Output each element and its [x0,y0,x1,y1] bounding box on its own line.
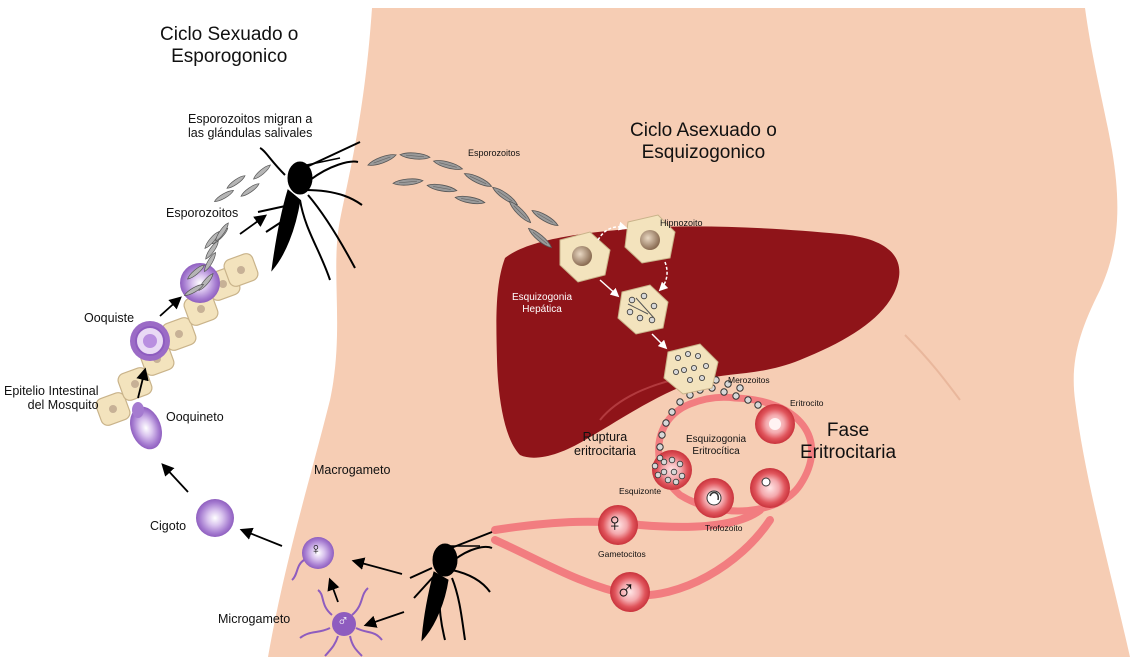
microgamete-male-symbol: ♂ [337,613,349,631]
erythrocyte-ring-stage [750,468,790,508]
oocyst [130,321,170,361]
ookinete-label: Ooquineto [166,410,224,424]
erythrocytic-schizogony-label: Esquizogonia Eritrocítica [686,434,746,457]
macrogamete-label: Macrogameto [314,463,390,477]
sporozoites-human-label: Esporozoitos [468,148,520,158]
erythrocyte-trophozoite [694,478,734,518]
erythrocyte-label: Eritrocito [790,399,824,409]
schizont-label: Esquizonte [619,487,661,497]
sexual-cycle-title: Ciclo Sexuado o Esporogonico [160,24,298,68]
zygote [196,499,234,537]
hepatic-schizogony-label: Esquizogonia Hepática [512,292,572,315]
erythrocytic-phase-title: Fase Eritrocitaria [800,420,896,464]
erythrocyte-rupture-label: Ruptura eritrocitaria [574,430,636,459]
trophozoite-label: Trofozoito [705,524,742,534]
erythrocyte-uninfected [755,404,795,444]
gametocytes-label: Gametocitos [598,550,646,560]
female-gametocyte-symbol: ♀ [605,508,625,538]
male-gametocyte-symbol: ♂ [615,575,636,607]
merozoites-label: Merozoitos [728,376,770,386]
asexual-cycle-title: Ciclo Asexuado o Esquizogonico [630,120,777,164]
zygote-label: Cigoto [150,519,186,533]
microgamete-label: Microgameto [218,612,290,626]
sporozoites-migrate-label: Esporozoitos migran a las glándulas sali… [188,112,312,141]
macrogamete-female-symbol: ♀ [310,541,322,559]
mosquito-gut-epithelium [94,252,260,428]
gut-epithelium-label: Epitelio Intestinal del Mosquito [4,384,99,413]
oocyst-label: Ooquiste [84,311,134,325]
hypnozoite-label: Hipnozoito [660,218,703,228]
sporozoites-mosquito-label: Esporozoitos [166,206,238,220]
ookinete [124,402,167,454]
